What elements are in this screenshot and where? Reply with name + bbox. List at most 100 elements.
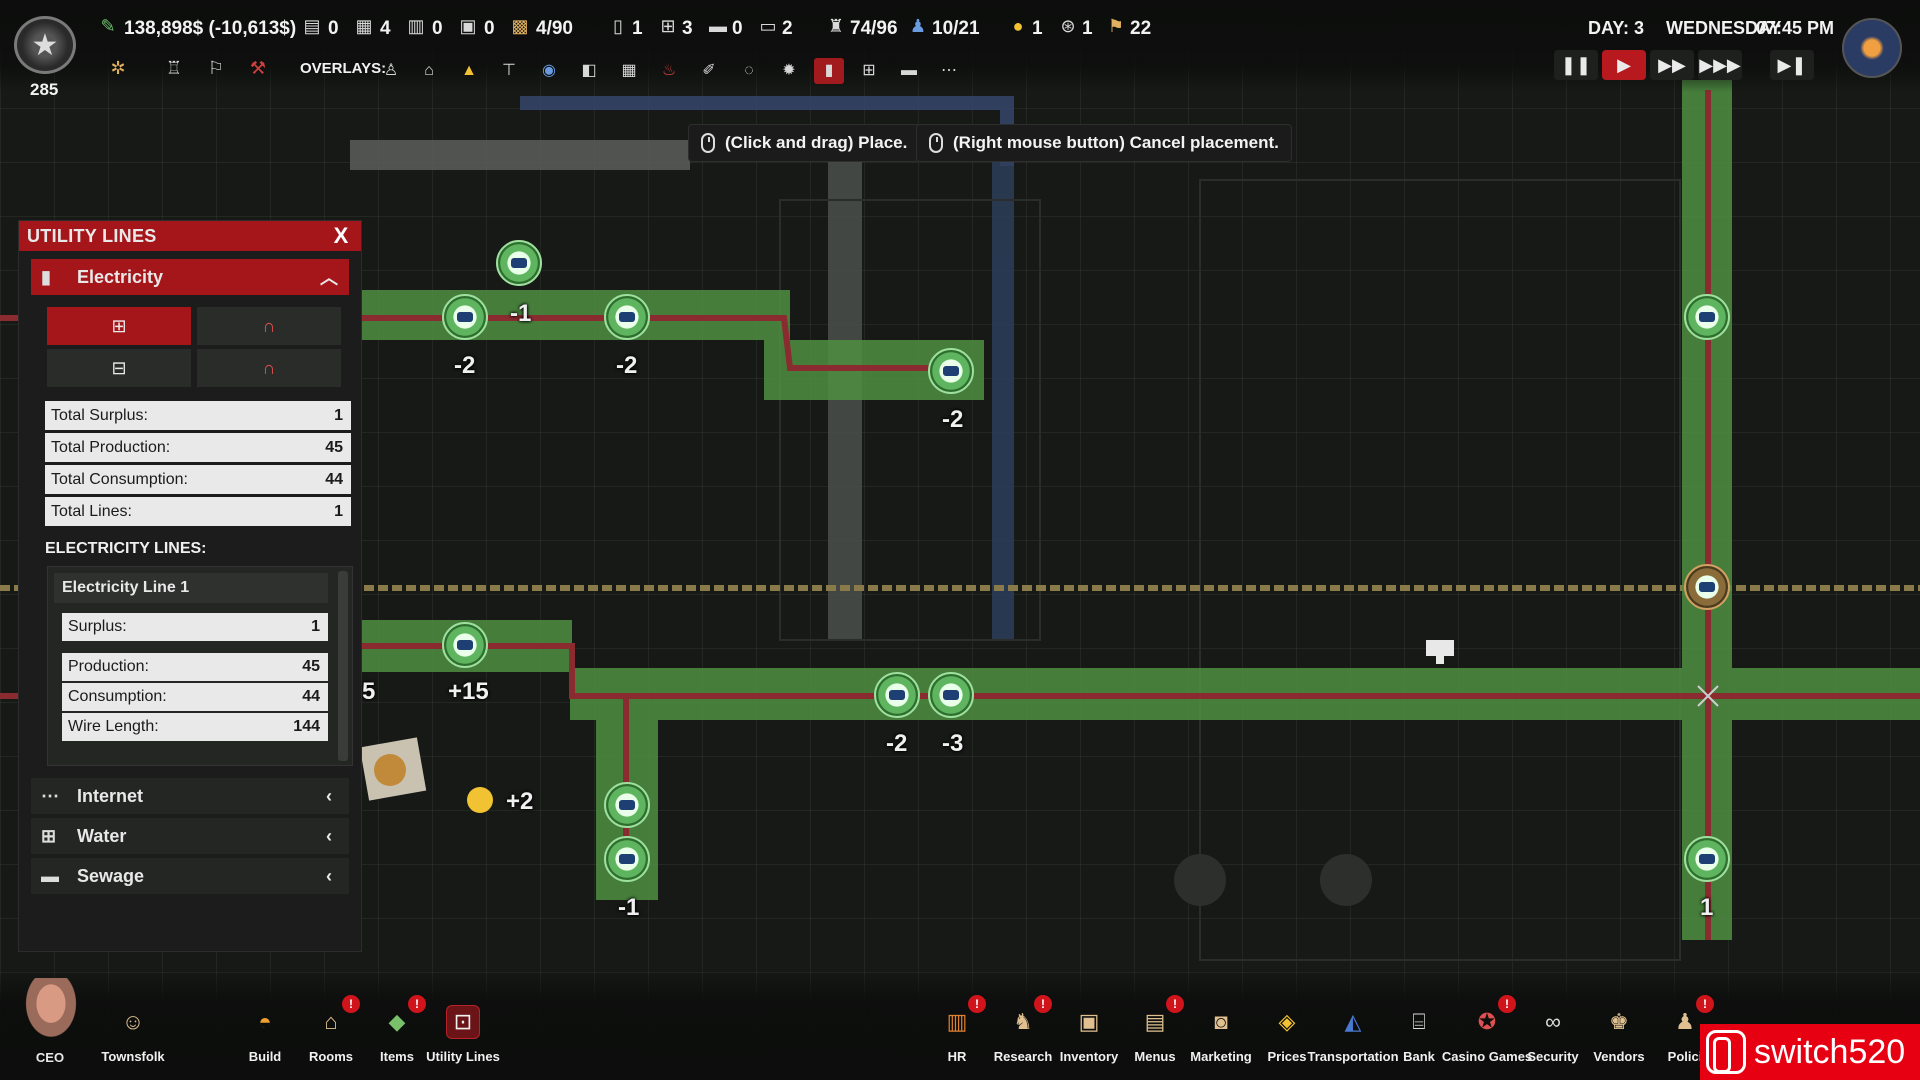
power-pole-icon[interactable] xyxy=(604,836,650,882)
overlay-internet-icon[interactable]: ⋯ xyxy=(941,62,957,79)
water-tap-icon: ⊞ xyxy=(41,825,57,846)
place-wire-button[interactable]: ∩ xyxy=(197,307,341,345)
overlay-people-icon[interactable]: ♙ xyxy=(383,62,399,79)
utility-lines-button[interactable]: ⊡ Utility Lines xyxy=(426,1005,500,1064)
settings-icon[interactable]: ✲ xyxy=(110,58,126,78)
overlay-gear-icon[interactable]: ✹ xyxy=(782,62,796,79)
capacity-value: 74/96 xyxy=(850,18,898,39)
menus-button[interactable]: ▤! Menus xyxy=(1120,995,1190,1064)
power-pole-icon[interactable] xyxy=(928,348,974,394)
power-pole-icon[interactable] xyxy=(442,622,488,668)
overlay-vent-icon[interactable]: ⊤ xyxy=(502,62,516,79)
staff-value: 10/21 xyxy=(932,18,980,39)
staff-icon: ♟ xyxy=(909,16,927,36)
electricity-line-list[interactable]: Electricity Line 1 Surplus: 1 Production… xyxy=(47,566,353,766)
total-lines-label: Total Lines: xyxy=(51,502,132,520)
skip-button[interactable]: ▶❚ xyxy=(1770,50,1814,80)
inventory-button[interactable]: ▣ Inventory xyxy=(1054,1005,1124,1064)
hr-label: HR xyxy=(947,1049,967,1064)
overlay-clean-icon[interactable]: ✐ xyxy=(702,62,716,79)
faster-forward-button[interactable]: ▶▶▶ xyxy=(1698,50,1742,80)
utility-lines-icon: ⊡ xyxy=(446,1005,480,1039)
build-label: Build xyxy=(248,1049,282,1064)
rank-badge-icon[interactable]: ★ xyxy=(14,16,76,74)
play-button[interactable]: ▶ xyxy=(1602,50,1646,80)
chip-icon: ⊛ xyxy=(1060,16,1076,36)
prices-button[interactable]: ◈ Prices xyxy=(1252,1005,1322,1064)
overlay-rooms-icon[interactable]: ⌂ xyxy=(424,62,434,79)
marketing-button[interactable]: ◙ Marketing xyxy=(1186,1005,1256,1064)
power-pole-icon[interactable] xyxy=(442,294,488,340)
line-consumption-value: 44 xyxy=(302,688,320,705)
remove-generator-button[interactable]: ⊟ xyxy=(47,349,191,387)
inventory-icon: ▣ xyxy=(1078,1009,1100,1034)
place-generator-button[interactable]: ⊞ xyxy=(47,307,191,345)
dim-room-outlines xyxy=(779,179,1681,961)
remove-generator-icon: ⊟ xyxy=(111,357,127,378)
research-button[interactable]: ♞! Research xyxy=(988,995,1058,1064)
overlay-fire-icon[interactable]: ♨ xyxy=(661,62,677,79)
power-pole-icon[interactable] xyxy=(604,294,650,340)
items-button[interactable]: ◆! Items xyxy=(362,995,432,1064)
power-pole-icon[interactable] xyxy=(928,672,974,718)
overlay-security-icon[interactable]: ◉ xyxy=(542,62,556,79)
security-button[interactable]: ∞ Security xyxy=(1518,1005,1588,1064)
overlay-water-icon[interactable]: ⊞ xyxy=(862,62,876,79)
power-pole-icon[interactable] xyxy=(1684,836,1730,882)
electricity-line-name[interactable]: Electricity Line 1 xyxy=(54,573,328,603)
overlay-utility-icon[interactable]: ▮ xyxy=(814,58,844,84)
bank-icon: ⌸ xyxy=(1412,1009,1426,1034)
clock-avatar-icon[interactable] xyxy=(1842,18,1902,78)
power-pole-icon[interactable] xyxy=(1684,294,1730,340)
inventory-label: Inventory xyxy=(1059,1049,1119,1064)
place-tooltip-text: (Click and drag) Place. xyxy=(725,133,908,152)
chevron-left-icon: ‹ xyxy=(326,825,332,846)
pole-value-label: -1 xyxy=(510,300,532,327)
water-section-header[interactable]: ⊞ Water ‹ xyxy=(31,818,349,854)
rooms-button[interactable]: ⌂! Rooms xyxy=(296,995,366,1064)
sewage-icon: ▬ xyxy=(41,865,59,886)
rank-level: 285 xyxy=(30,80,59,99)
power-pole-icon[interactable] xyxy=(604,782,650,828)
tool-icon[interactable]: ⚒ xyxy=(249,58,267,78)
build-button[interactable]: ◓ Build xyxy=(230,1005,300,1064)
overlay-building-icon[interactable]: ▦ xyxy=(621,62,637,79)
close-button[interactable]: X xyxy=(333,223,349,248)
townsfolk-button[interactable]: ☺ Townsfolk xyxy=(98,1005,168,1064)
power-pole-icon[interactable] xyxy=(1684,564,1730,610)
policies-label: Polici xyxy=(1667,1049,1703,1064)
sewage-section-header[interactable]: ▬ Sewage ‹ xyxy=(31,858,349,894)
generator-icon: ⊞ xyxy=(111,315,127,336)
day-label: DAY: 3 xyxy=(1588,18,1645,38)
hr-button[interactable]: ▥! HR xyxy=(922,995,992,1064)
ceo-avatar[interactable] xyxy=(22,978,80,1042)
camera-icon: ◙ xyxy=(1214,1009,1228,1034)
fast-forward-button[interactable]: ▶▶ xyxy=(1650,50,1694,80)
transportation-button[interactable]: ◭ Transportation xyxy=(1308,1005,1399,1064)
remove-wire-button[interactable]: ∩ xyxy=(197,349,341,387)
electricity-section-header[interactable]: ▮ Electricity ︿ xyxy=(31,259,349,295)
overlay-sewage-icon[interactable]: ▬ xyxy=(901,62,917,79)
tool-icon[interactable]: ♖ xyxy=(165,58,183,78)
chevron-up-icon: ︿ xyxy=(320,268,338,288)
bank-button[interactable]: ⌸ Bank xyxy=(1384,1005,1454,1064)
overlay-noise-icon[interactable]: ◌ xyxy=(744,62,754,79)
pause-button[interactable]: ❚❚ xyxy=(1554,50,1598,80)
overlay-light-icon[interactable]: ▲ xyxy=(461,62,477,79)
vendors-button[interactable]: ♚ Vendors xyxy=(1584,1005,1654,1064)
handcuffs-icon: ∞ xyxy=(1545,1009,1561,1034)
prices-label: Prices xyxy=(1267,1049,1307,1064)
tool-icon[interactable]: ⚐ xyxy=(207,58,225,78)
policies-button[interactable]: ♟! Polici xyxy=(1650,995,1720,1064)
menus-label: Menus xyxy=(1134,1049,1176,1064)
cancel-tooltip: (Right mouse button) Cancel placement. xyxy=(916,124,1292,162)
overlay-decor-icon[interactable]: ◧ xyxy=(581,62,597,79)
worker-sprite xyxy=(1320,854,1372,906)
internet-section-header[interactable]: ⋯ Internet ‹ xyxy=(31,778,349,814)
casino-games-button[interactable]: ✪! Casino Games xyxy=(1442,995,1532,1064)
line-list-scrollbar[interactable] xyxy=(338,571,348,761)
utility-lines-label: Utility Lines xyxy=(426,1049,500,1064)
power-pole-icon[interactable] xyxy=(496,240,542,286)
power-pole-icon[interactable] xyxy=(874,672,920,718)
